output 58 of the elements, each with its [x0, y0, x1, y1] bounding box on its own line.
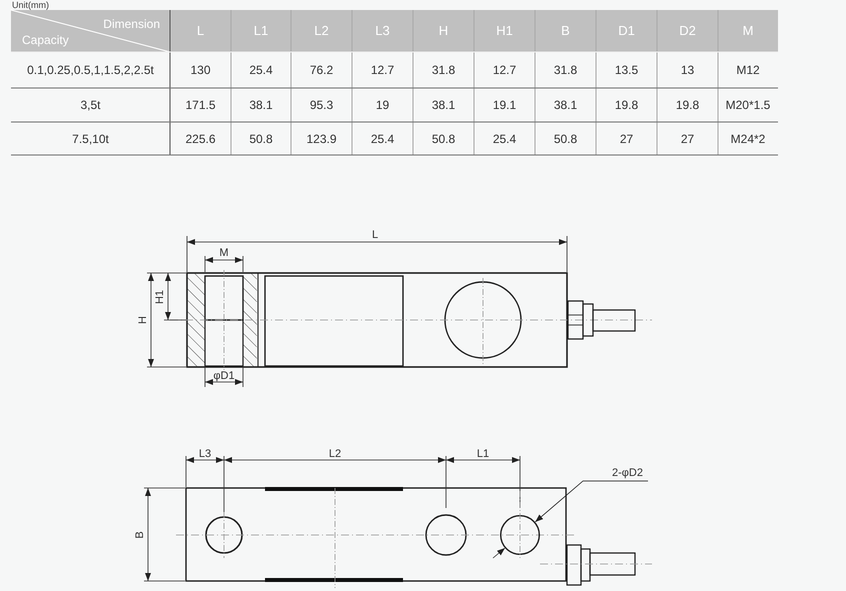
- table-cell-text: 27: [618, 132, 634, 146]
- table-cell-text: 130: [189, 63, 212, 77]
- table-cell-text: 0.1,0.25,0.5,1,1.5,2,2.5t: [26, 63, 155, 77]
- table-cell-text: 38.1: [552, 98, 578, 112]
- table-cell-text: 12.7: [370, 63, 396, 77]
- row-header: Capacity: [22, 33, 69, 47]
- table-cell-text: 27: [680, 132, 696, 146]
- bolt-hole: [500, 490, 540, 558]
- column-header: D2: [678, 23, 697, 39]
- table-cell-text: M12: [735, 63, 761, 77]
- table-cell-text: 123.9: [305, 132, 338, 146]
- table-cell-text: 50.8: [248, 132, 274, 146]
- column-header: L1: [252, 23, 270, 39]
- table-cell-text: 19.1: [492, 98, 518, 112]
- table-cell-text: 12.7: [492, 63, 518, 77]
- dimension-label: L3: [198, 448, 212, 460]
- dimension-label: H1: [154, 290, 166, 304]
- leader-line: [534, 480, 648, 522]
- column-header: Dimension: [103, 17, 160, 31]
- dimension-label: H: [137, 316, 149, 324]
- dimension-label: L2: [328, 448, 342, 460]
- dimension-label: M: [219, 247, 229, 259]
- column-header: L2: [313, 23, 330, 39]
- column-header: B: [560, 23, 571, 39]
- table-cell-text: 13.5: [614, 63, 640, 77]
- table-cell-text: 25.4: [248, 63, 274, 77]
- table-cell-text: 13: [680, 63, 696, 77]
- column-header: L3: [374, 23, 391, 39]
- table-cell-text: 50.8: [552, 132, 578, 146]
- table-cell-text: 19.8: [614, 98, 640, 112]
- table-cell-text: 225.6: [184, 132, 217, 146]
- dimension-label: φD1: [213, 370, 235, 382]
- callout-label: 2-φD2: [612, 467, 643, 480]
- dimension-label: L1: [476, 448, 490, 460]
- table-cell-text: M20*1.5: [724, 98, 772, 112]
- column-header: H1: [495, 23, 514, 39]
- table-cell-text: 50.8: [430, 132, 456, 146]
- table-cell-text: 25.4: [492, 132, 518, 146]
- table-cell-text: 3,5t: [79, 98, 102, 112]
- table-cell-text: 38.1: [430, 98, 456, 112]
- table-cell-text: 31.8: [552, 63, 578, 77]
- table-cell-text: 7.5,10t: [71, 132, 110, 146]
- column-header: H: [438, 23, 450, 39]
- column-header: L: [196, 23, 206, 39]
- table-cell-text: M24*2: [730, 132, 766, 146]
- table-cell-text: 76.2: [308, 63, 334, 77]
- table-cell-text: 95.3: [308, 98, 334, 112]
- dimension-label: B: [134, 531, 146, 539]
- unit-note: Unit(mm): [12, 0, 49, 10]
- table-cell-text: 171.5: [184, 98, 217, 112]
- table-cell-text: 19: [374, 98, 390, 112]
- table-cell-text: 38.1: [248, 98, 274, 112]
- column-header: M: [742, 23, 754, 39]
- table-cell-text: 25.4: [370, 132, 396, 146]
- column-header: D1: [617, 23, 636, 39]
- dimension-label: L: [372, 229, 378, 241]
- table-cell-text: 31.8: [430, 63, 456, 77]
- table-cell-text: 19.8: [674, 98, 700, 112]
